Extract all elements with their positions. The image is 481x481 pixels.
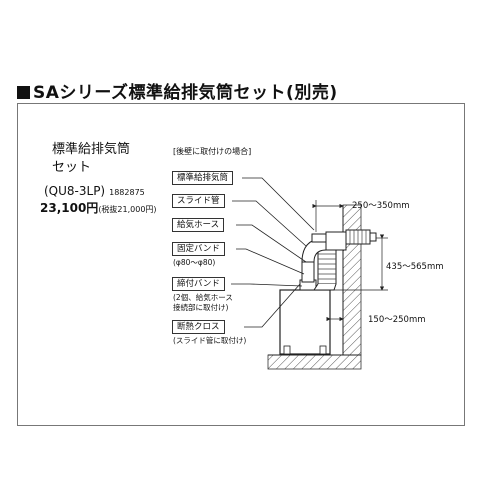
product-panel <box>17 103 465 426</box>
sublabel-clamp-band-1: (2個、給気ホース <box>173 293 233 302</box>
install-note: [後壁に取付けの場合] <box>173 147 252 156</box>
dimension-lines <box>312 200 388 322</box>
product-name-line2: セット <box>52 160 92 175</box>
product-model-line: (QU8-3LP)1882875 <box>44 184 145 198</box>
label-standard-vent: 標準給排気筒 <box>172 171 234 185</box>
sublabel-insulation-cloth: (スライド管に取付け) <box>173 336 247 345</box>
product-name: 標準給排気筒 セット <box>52 141 130 177</box>
product-model: (QU8-3LP) <box>44 184 106 198</box>
floor <box>267 354 362 370</box>
dimension-top: 250〜350mm <box>352 201 410 211</box>
label-insulation-cloth: 断熱クロス <box>172 320 225 334</box>
product-name-line1: 標準給排気筒 <box>52 142 131 157</box>
supply-hose <box>313 243 337 291</box>
product-price-line: 23,100円(税抜21,000円) <box>40 199 157 216</box>
product-price: 23,100円 <box>40 201 99 215</box>
label-slide-pipe: スライド管 <box>172 194 225 208</box>
vent-pipe <box>311 229 377 251</box>
dimension-right: 435〜565mm <box>386 262 444 272</box>
square-bullet-icon <box>17 86 30 99</box>
section-heading-text: SAシリーズ標準給排気筒セット(別売) <box>33 83 338 103</box>
product-price-tax: (税抜21,000円) <box>98 205 157 214</box>
sublabel-clamp-band-2: 接続部に取付け) <box>173 303 229 312</box>
label-supply-hose: 給気ホース <box>172 218 225 232</box>
wall <box>342 204 362 356</box>
product-code: 1882875 <box>109 188 145 197</box>
section-heading: SAシリーズ標準給排気筒セット(別売) <box>17 78 338 103</box>
dimension-bottom: 150〜250mm <box>368 315 426 325</box>
heater-unit <box>279 279 331 355</box>
label-fixed-band: 固定バンド <box>172 242 225 256</box>
label-clamp-band: 締付バンド <box>172 277 225 291</box>
sublabel-fixed-band: (φ80〜φ80) <box>173 258 216 267</box>
leader-lines <box>231 177 315 328</box>
